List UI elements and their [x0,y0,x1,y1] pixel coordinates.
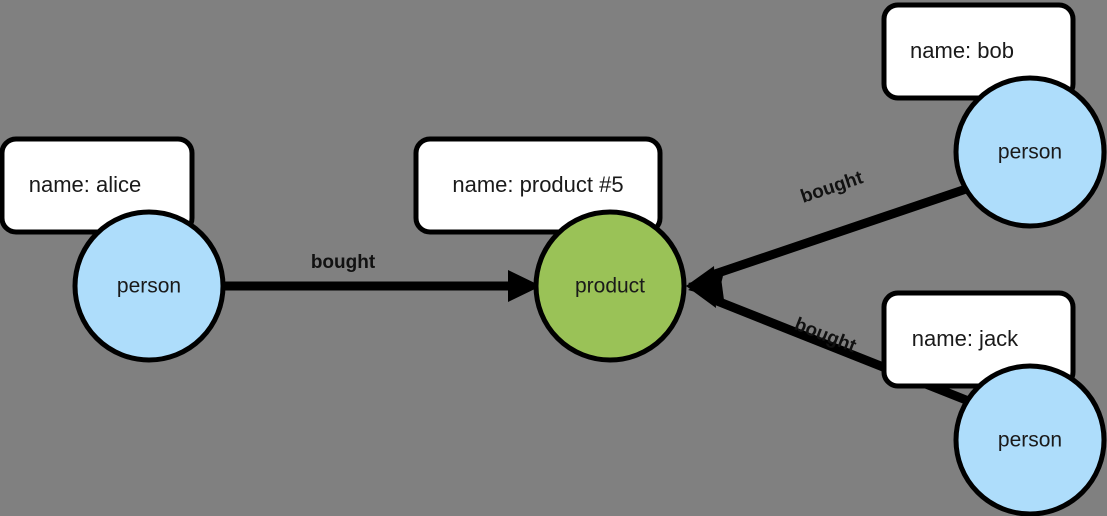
node-label: product [575,275,645,298]
property-box-product5[interactable]: name: product #5 [413,136,663,235]
arrow-head-icon [508,270,541,302]
edge-label-jack-bought: bought [791,314,859,357]
edge-label-alice-bought: bought [311,252,376,273]
node-jack[interactable]: person [953,363,1107,516]
node-label: person [998,429,1062,452]
node-label: person [117,275,181,298]
node-circle[interactable] [953,75,1107,229]
node-label: person [998,141,1062,164]
edge-label-bob-bought: bought [798,167,866,208]
property-box-jack[interactable]: name: jack [881,290,1076,389]
edge-alice-bought-product[interactable] [224,270,541,302]
node-alice[interactable]: person [72,209,226,363]
arrow-head-merge-icon [686,266,716,308]
property-box-label: name: alice [29,172,142,197]
edge-bob-bought-product[interactable] [688,183,971,304]
node-circle[interactable] [533,209,687,363]
property-box-rect [413,136,663,235]
property-box-label: name: product #5 [452,172,623,197]
property-box-label: name: jack [912,326,1019,351]
edge-line[interactable] [710,183,971,280]
node-circle[interactable] [953,363,1107,516]
nodes-layer: person product person person [72,75,1107,516]
property-boxes-layer: name: alice name: product #5 name: bob n… [0,2,1076,389]
node-circle[interactable] [72,209,226,363]
node-bob[interactable]: person [953,75,1107,229]
node-product5[interactable]: product [533,209,687,363]
property-box-label: name: bob [910,38,1014,63]
